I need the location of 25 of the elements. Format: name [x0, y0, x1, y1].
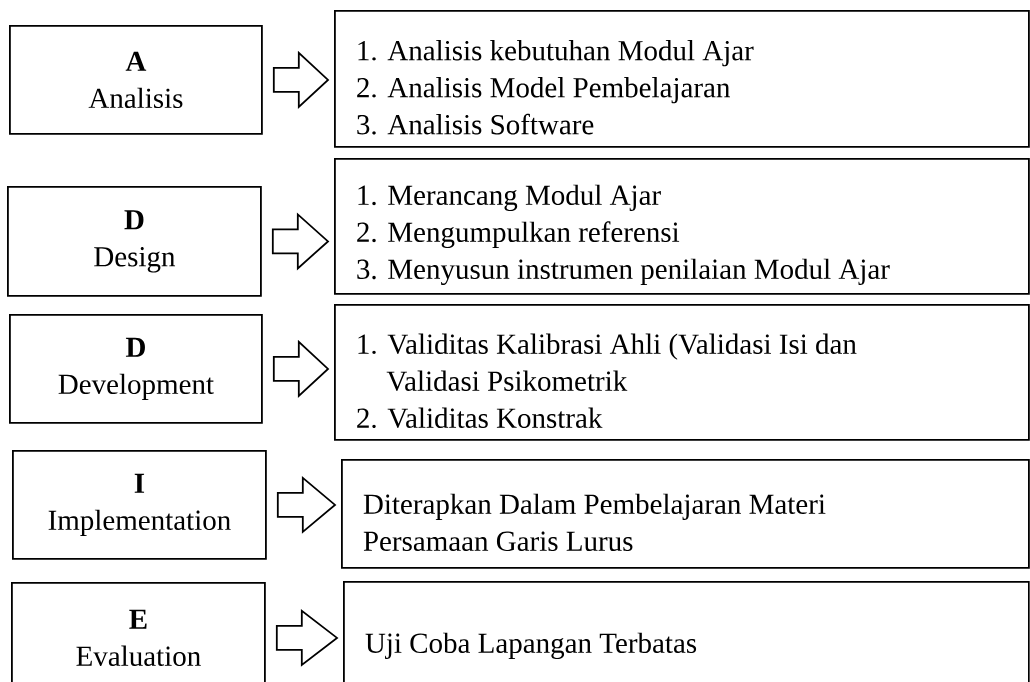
stage-label: D Design — [94, 210, 176, 273]
step-list: 1. Validitas Kalibrasi Ahli (Validasi Isi dan Validasi Psikometrik 2. Validitas Konstrak — [357, 333, 857, 429]
block-arrow — [272, 50, 330, 109]
block-arrow — [275, 609, 339, 667]
block-arrow — [276, 475, 337, 534]
steps-box — [341, 459, 1030, 569]
step-list: Diterapkan Dalam Pembelajaran Materi Persamaan Garis Lurus — [363, 493, 826, 552]
steps-box — [334, 304, 1030, 441]
stage-label: A Analisis — [88, 51, 183, 109]
block-arrow — [272, 339, 330, 398]
stage-label: I Implementation — [48, 473, 231, 536]
stage-box — [12, 450, 267, 560]
stage-label: E Evaluation — [76, 609, 201, 667]
stage-box — [9, 314, 263, 424]
stage-box — [7, 186, 262, 297]
steps-box — [343, 581, 1030, 682]
stage-box — [9, 25, 263, 135]
stage-label: D Development — [58, 337, 214, 400]
stage-box — [11, 582, 266, 682]
step-list: 1. Merancang Modul Ajar 2. Mengumpulkan referensi 3. Menyusun instrumen penilaian Modul Ajar — [357, 184, 890, 285]
step-list: 1. Analisis kebutuhan Modul Ajar 2. Analisis Model Pembelajaran 3. Analisis Software — [357, 40, 754, 135]
block-arrow — [271, 212, 330, 271]
steps-box — [334, 158, 1030, 295]
step-list: Uji Coba Lapangan Terbatas — [365, 632, 697, 659]
steps-box — [334, 10, 1030, 148]
